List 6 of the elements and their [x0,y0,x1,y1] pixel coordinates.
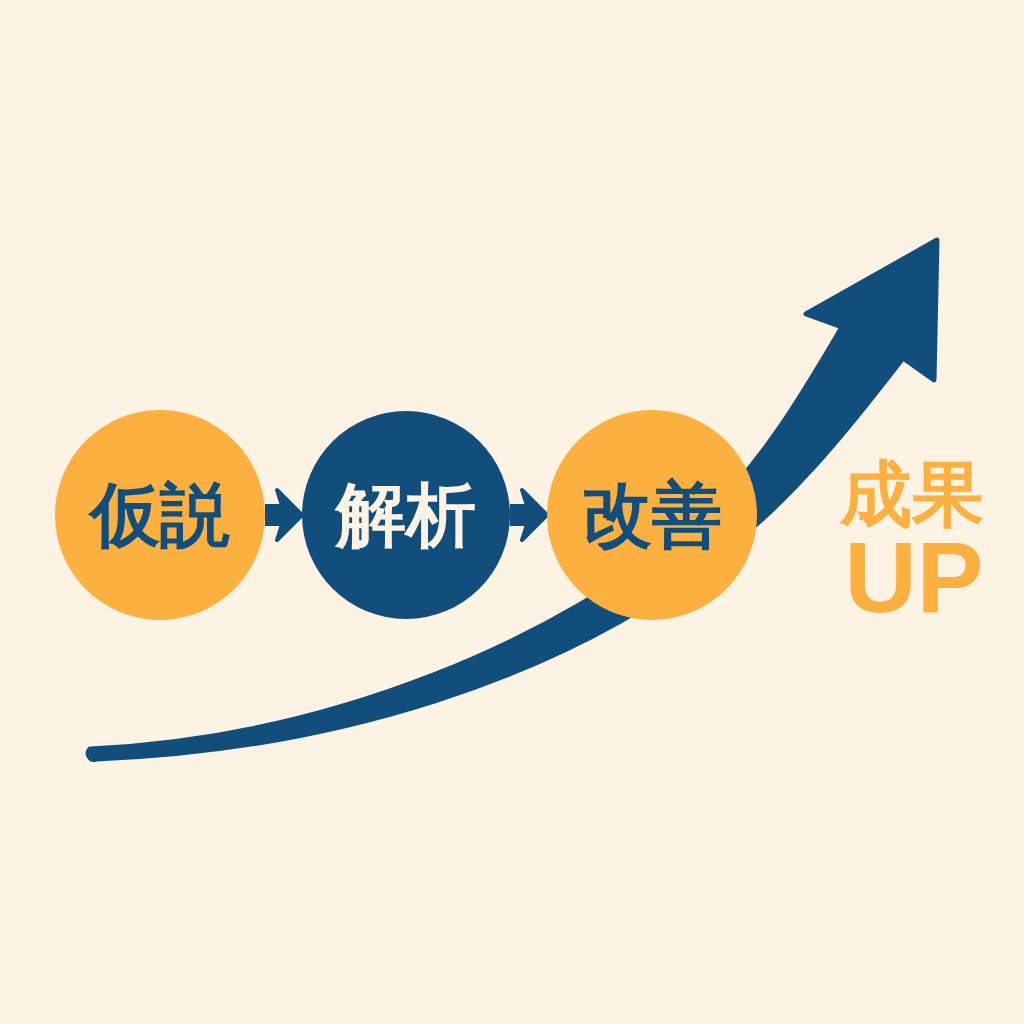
step-circle: 解析 [302,411,510,619]
arrow [510,488,549,542]
step-circle: 仮説 [55,410,265,620]
step-circle: 改善 [547,410,757,620]
result-text: 成果 [840,458,984,530]
arrow [265,488,304,542]
